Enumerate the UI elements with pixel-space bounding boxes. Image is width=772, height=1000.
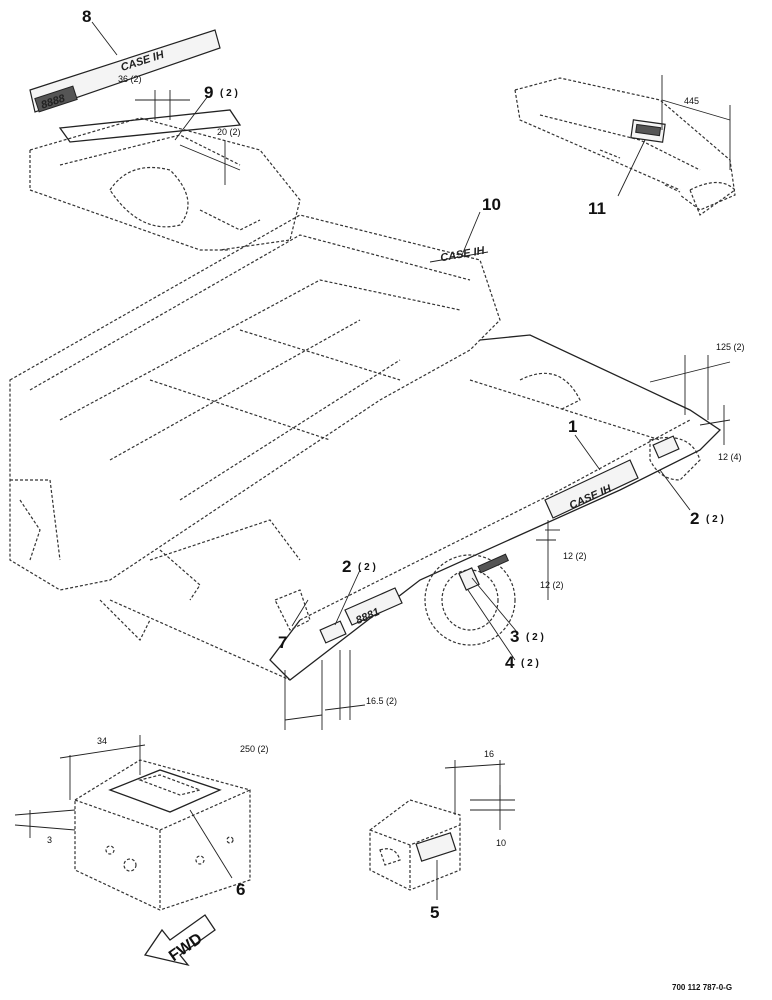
- callout-number: 5: [430, 903, 439, 922]
- dim-125: 125 (2): [716, 342, 745, 352]
- callout-number: 9: [204, 83, 213, 102]
- callout-qty: ( 2 ): [521, 658, 539, 669]
- leader-lines: [91, 21, 691, 900]
- bracket-detail: [74, 759, 251, 911]
- callout-number: 10: [482, 195, 501, 214]
- callout-10: 10: [482, 195, 501, 214]
- callout-3: 3 ( 2 ): [510, 627, 544, 646]
- callout-qty: ( 2 ): [526, 632, 544, 643]
- model-decal-main: 8881: [344, 587, 403, 627]
- drawing-reference: 700 112 787-0-G: [672, 983, 732, 992]
- callout-qty: ( 2 ): [220, 88, 238, 99]
- dim-10: 10: [496, 838, 506, 848]
- dim-36: 36 (2): [118, 74, 142, 84]
- callout-6: 6: [236, 880, 245, 899]
- dim-12-a: 12 (2): [563, 551, 587, 561]
- dim-12-4: 12 (4): [718, 452, 742, 462]
- model-decal-top: 8888 CASE IH: [29, 29, 221, 113]
- callout-number: 7: [278, 633, 287, 652]
- dim-12-b: 12 (2): [540, 580, 564, 590]
- rear-header-fragment: [29, 109, 301, 251]
- callout-qty: ( 2 ): [358, 562, 376, 573]
- callout-2-left: 2 ( 2 ): [342, 557, 376, 576]
- dim-445: 445: [684, 96, 699, 106]
- callout-4: 4 ( 2 ): [505, 653, 539, 672]
- callout-number: 4: [505, 653, 515, 672]
- callout-number: 11: [588, 199, 606, 218]
- case-decal-loose: CASE IH: [429, 245, 489, 265]
- callout-7: 7: [278, 633, 287, 652]
- callout-number: 6: [236, 880, 245, 899]
- dimension-lines: [14, 75, 731, 838]
- main-header-body: [9, 214, 722, 681]
- callout-8: 8: [82, 7, 91, 26]
- shoe-detail: [369, 799, 461, 891]
- callout-11: 11: [588, 199, 606, 218]
- dim-250: 250 (2): [240, 744, 269, 754]
- callout-5: 5: [430, 903, 439, 922]
- fwd-arrow: FWD: [143, 914, 216, 967]
- callout-qty: ( 2 ): [706, 514, 724, 525]
- dim-20: 20 (2): [217, 127, 241, 137]
- case-decal-loose-text: CASE IH: [439, 245, 486, 265]
- callout-9: 9 ( 2 ): [204, 83, 238, 102]
- callout-number: 2: [342, 557, 351, 576]
- callout-number: 8: [82, 7, 91, 26]
- dim-16: 16: [484, 749, 494, 759]
- right-header-fragment: [514, 77, 736, 216]
- callout-number: 1: [568, 417, 577, 436]
- callout-number: 2: [690, 509, 699, 528]
- warning-decals: [319, 435, 680, 644]
- dim-16-5: 16.5 (2): [366, 696, 397, 706]
- fwd-label: FWD: [166, 930, 206, 965]
- callout-number: 3: [510, 627, 519, 646]
- case-ih-decal-main: CASE IH: [544, 459, 639, 519]
- callout-2-right: 2 ( 2 ): [690, 509, 724, 528]
- dim-3: 3: [47, 835, 52, 845]
- callout-1: 1: [568, 417, 577, 436]
- dim-34: 34: [97, 736, 107, 746]
